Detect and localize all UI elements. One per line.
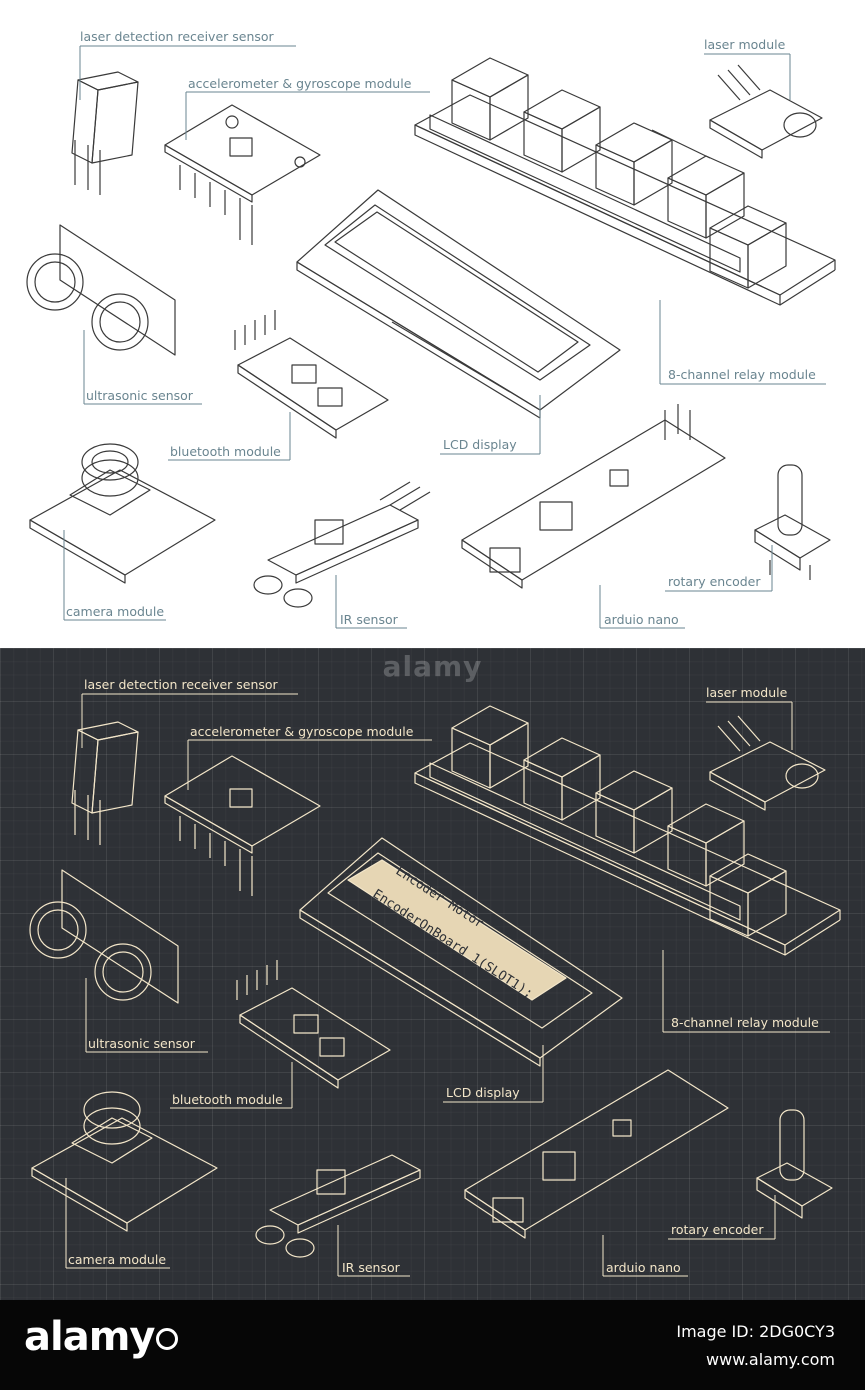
arduino-nano-drawing-dark bbox=[464, 1069, 729, 1239]
label-laser-receiver-dark: laser detection receiver sensor bbox=[84, 677, 278, 692]
label-camera-dark: camera module bbox=[68, 1252, 167, 1267]
label-arduino-dark: arduio nano bbox=[606, 1260, 681, 1275]
label-ultrasonic-dark: ultrasonic sensor bbox=[88, 1036, 195, 1051]
light-blueprint-panel: laser detection receiver sensor accelero… bbox=[0, 0, 865, 648]
bluetooth-drawing bbox=[234, 310, 389, 439]
bluetooth-drawing-dark bbox=[236, 960, 391, 1089]
label-rotary: rotary encoder bbox=[668, 574, 761, 589]
label-ir: IR sensor bbox=[340, 612, 398, 627]
laser-receiver-drawing bbox=[71, 71, 139, 195]
label-accel-gyro-dark: accelerometer & gyroscope module bbox=[190, 724, 414, 739]
arduino-nano-drawing bbox=[461, 404, 726, 589]
label-arduino: arduio nano bbox=[604, 612, 679, 627]
watermark: alamy bbox=[382, 650, 483, 683]
label-laser-module-dark: laser module bbox=[706, 685, 788, 700]
ultrasonic-drawing bbox=[26, 224, 176, 356]
stock-footer: alamy Image ID: 2DG0CY3 www.alamy.com bbox=[0, 1300, 865, 1390]
camera-drawing-dark bbox=[31, 1091, 218, 1232]
lcd-drawing-dark bbox=[299, 837, 623, 1067]
ir-sensor-drawing bbox=[253, 481, 431, 608]
ultrasonic-drawing-dark bbox=[29, 869, 179, 1004]
site-url: www.alamy.com bbox=[706, 1350, 835, 1369]
dark-leader-lines bbox=[65, 693, 830, 1277]
label-relay: 8-channel relay module bbox=[668, 367, 816, 382]
camera-drawing bbox=[29, 443, 216, 584]
dark-components-drawing: Encoder Motor EncoderOnBoard_1(SLOT1); bbox=[29, 693, 841, 1277]
label-lcd-dark: LCD display bbox=[446, 1085, 520, 1100]
label-camera: camera module bbox=[66, 604, 165, 619]
brand-mark-icon bbox=[156, 1328, 179, 1350]
accel-gyro-drawing-dark bbox=[164, 755, 321, 896]
label-accel-gyro: accelerometer & gyroscope module bbox=[188, 76, 412, 91]
laser-module-drawing-dark bbox=[709, 715, 826, 811]
laser-module-drawing bbox=[709, 64, 823, 159]
rotary-encoder-drawing bbox=[754, 464, 831, 580]
label-lcd: LCD display bbox=[443, 437, 517, 452]
rotary-encoder-drawing-dark bbox=[756, 1109, 833, 1219]
label-relay-dark: 8-channel relay module bbox=[671, 1015, 819, 1030]
lcd-drawing bbox=[296, 189, 621, 419]
label-laser-receiver: laser detection receiver sensor bbox=[80, 29, 274, 44]
relay-module-drawing-dark bbox=[414, 705, 841, 956]
label-ir-dark: IR sensor bbox=[342, 1260, 400, 1275]
ir-sensor-drawing-dark bbox=[255, 1154, 421, 1258]
dark-blueprint-panel: Encoder Motor EncoderOnBoard_1(SLOT1); l… bbox=[0, 648, 865, 1300]
label-bluetooth-dark: bluetooth module bbox=[172, 1092, 283, 1107]
blueprint-grid bbox=[0, 648, 865, 1300]
light-components-drawing bbox=[26, 45, 836, 629]
laser-receiver-drawing-dark bbox=[71, 721, 139, 845]
label-rotary-dark: rotary encoder bbox=[671, 1222, 764, 1237]
image-id: Image ID: 2DG0CY3 bbox=[676, 1322, 835, 1341]
brand-text: alamy bbox=[24, 1314, 155, 1360]
label-laser-module: laser module bbox=[704, 37, 786, 52]
lcd-screen-dark bbox=[347, 859, 567, 1001]
brand-logo: alamy bbox=[24, 1314, 179, 1360]
label-ultrasonic: ultrasonic sensor bbox=[86, 388, 193, 403]
label-bluetooth: bluetooth module bbox=[170, 444, 281, 459]
relay-module-drawing bbox=[414, 57, 836, 306]
accel-gyro-drawing bbox=[164, 104, 321, 245]
light-leader-lines bbox=[63, 45, 826, 629]
